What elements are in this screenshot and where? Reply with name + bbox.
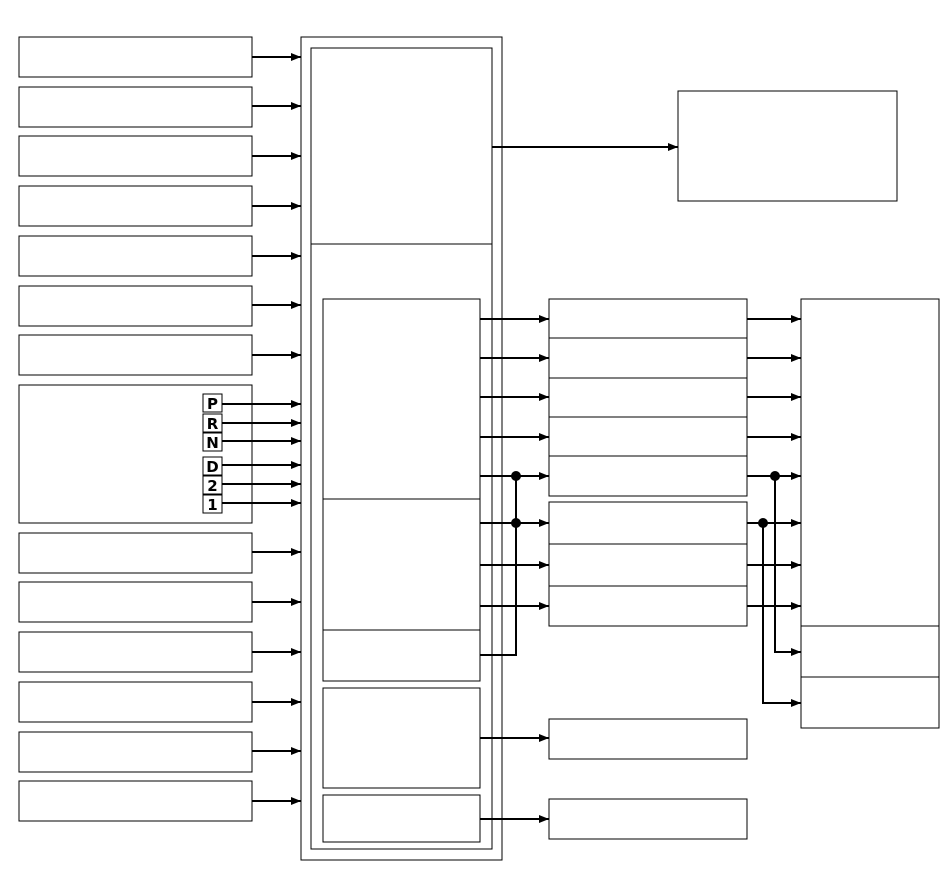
gear-d-label: D — [206, 458, 218, 476]
gear-2-label: 2 — [207, 477, 217, 495]
input-block — [18, 135, 253, 177]
input-block — [18, 780, 253, 822]
control-module — [322, 298, 481, 682]
input-arrows — [222, 53, 301, 805]
input-block — [18, 235, 253, 277]
input-block — [18, 532, 253, 574]
actuator-group — [548, 298, 748, 497]
controller-unit — [300, 36, 503, 861]
final-block — [800, 298, 940, 729]
input-block — [18, 681, 253, 723]
input-blocks — [18, 36, 253, 822]
input-block — [18, 581, 253, 623]
output-block — [677, 90, 898, 202]
controller-output-arrows — [480, 315, 549, 823]
input-block — [18, 631, 253, 673]
input-block — [18, 285, 253, 327]
input-block — [18, 731, 253, 773]
control-module — [322, 687, 481, 789]
gear-p-label: P — [207, 395, 218, 413]
input-block — [18, 36, 253, 78]
input-block — [18, 334, 253, 376]
final-unit — [800, 298, 940, 729]
actuator-stack — [548, 298, 748, 840]
gear-r-label: R — [207, 415, 219, 433]
actuator-output-arrows — [747, 315, 801, 707]
output-block — [548, 718, 748, 760]
actuator-group — [548, 501, 748, 627]
input-block — [18, 185, 253, 227]
gear-1-label: 1 — [207, 496, 217, 514]
gear-n-label: N — [206, 434, 219, 452]
input-block — [18, 86, 253, 128]
control-module — [322, 794, 481, 843]
output-block — [548, 798, 748, 840]
